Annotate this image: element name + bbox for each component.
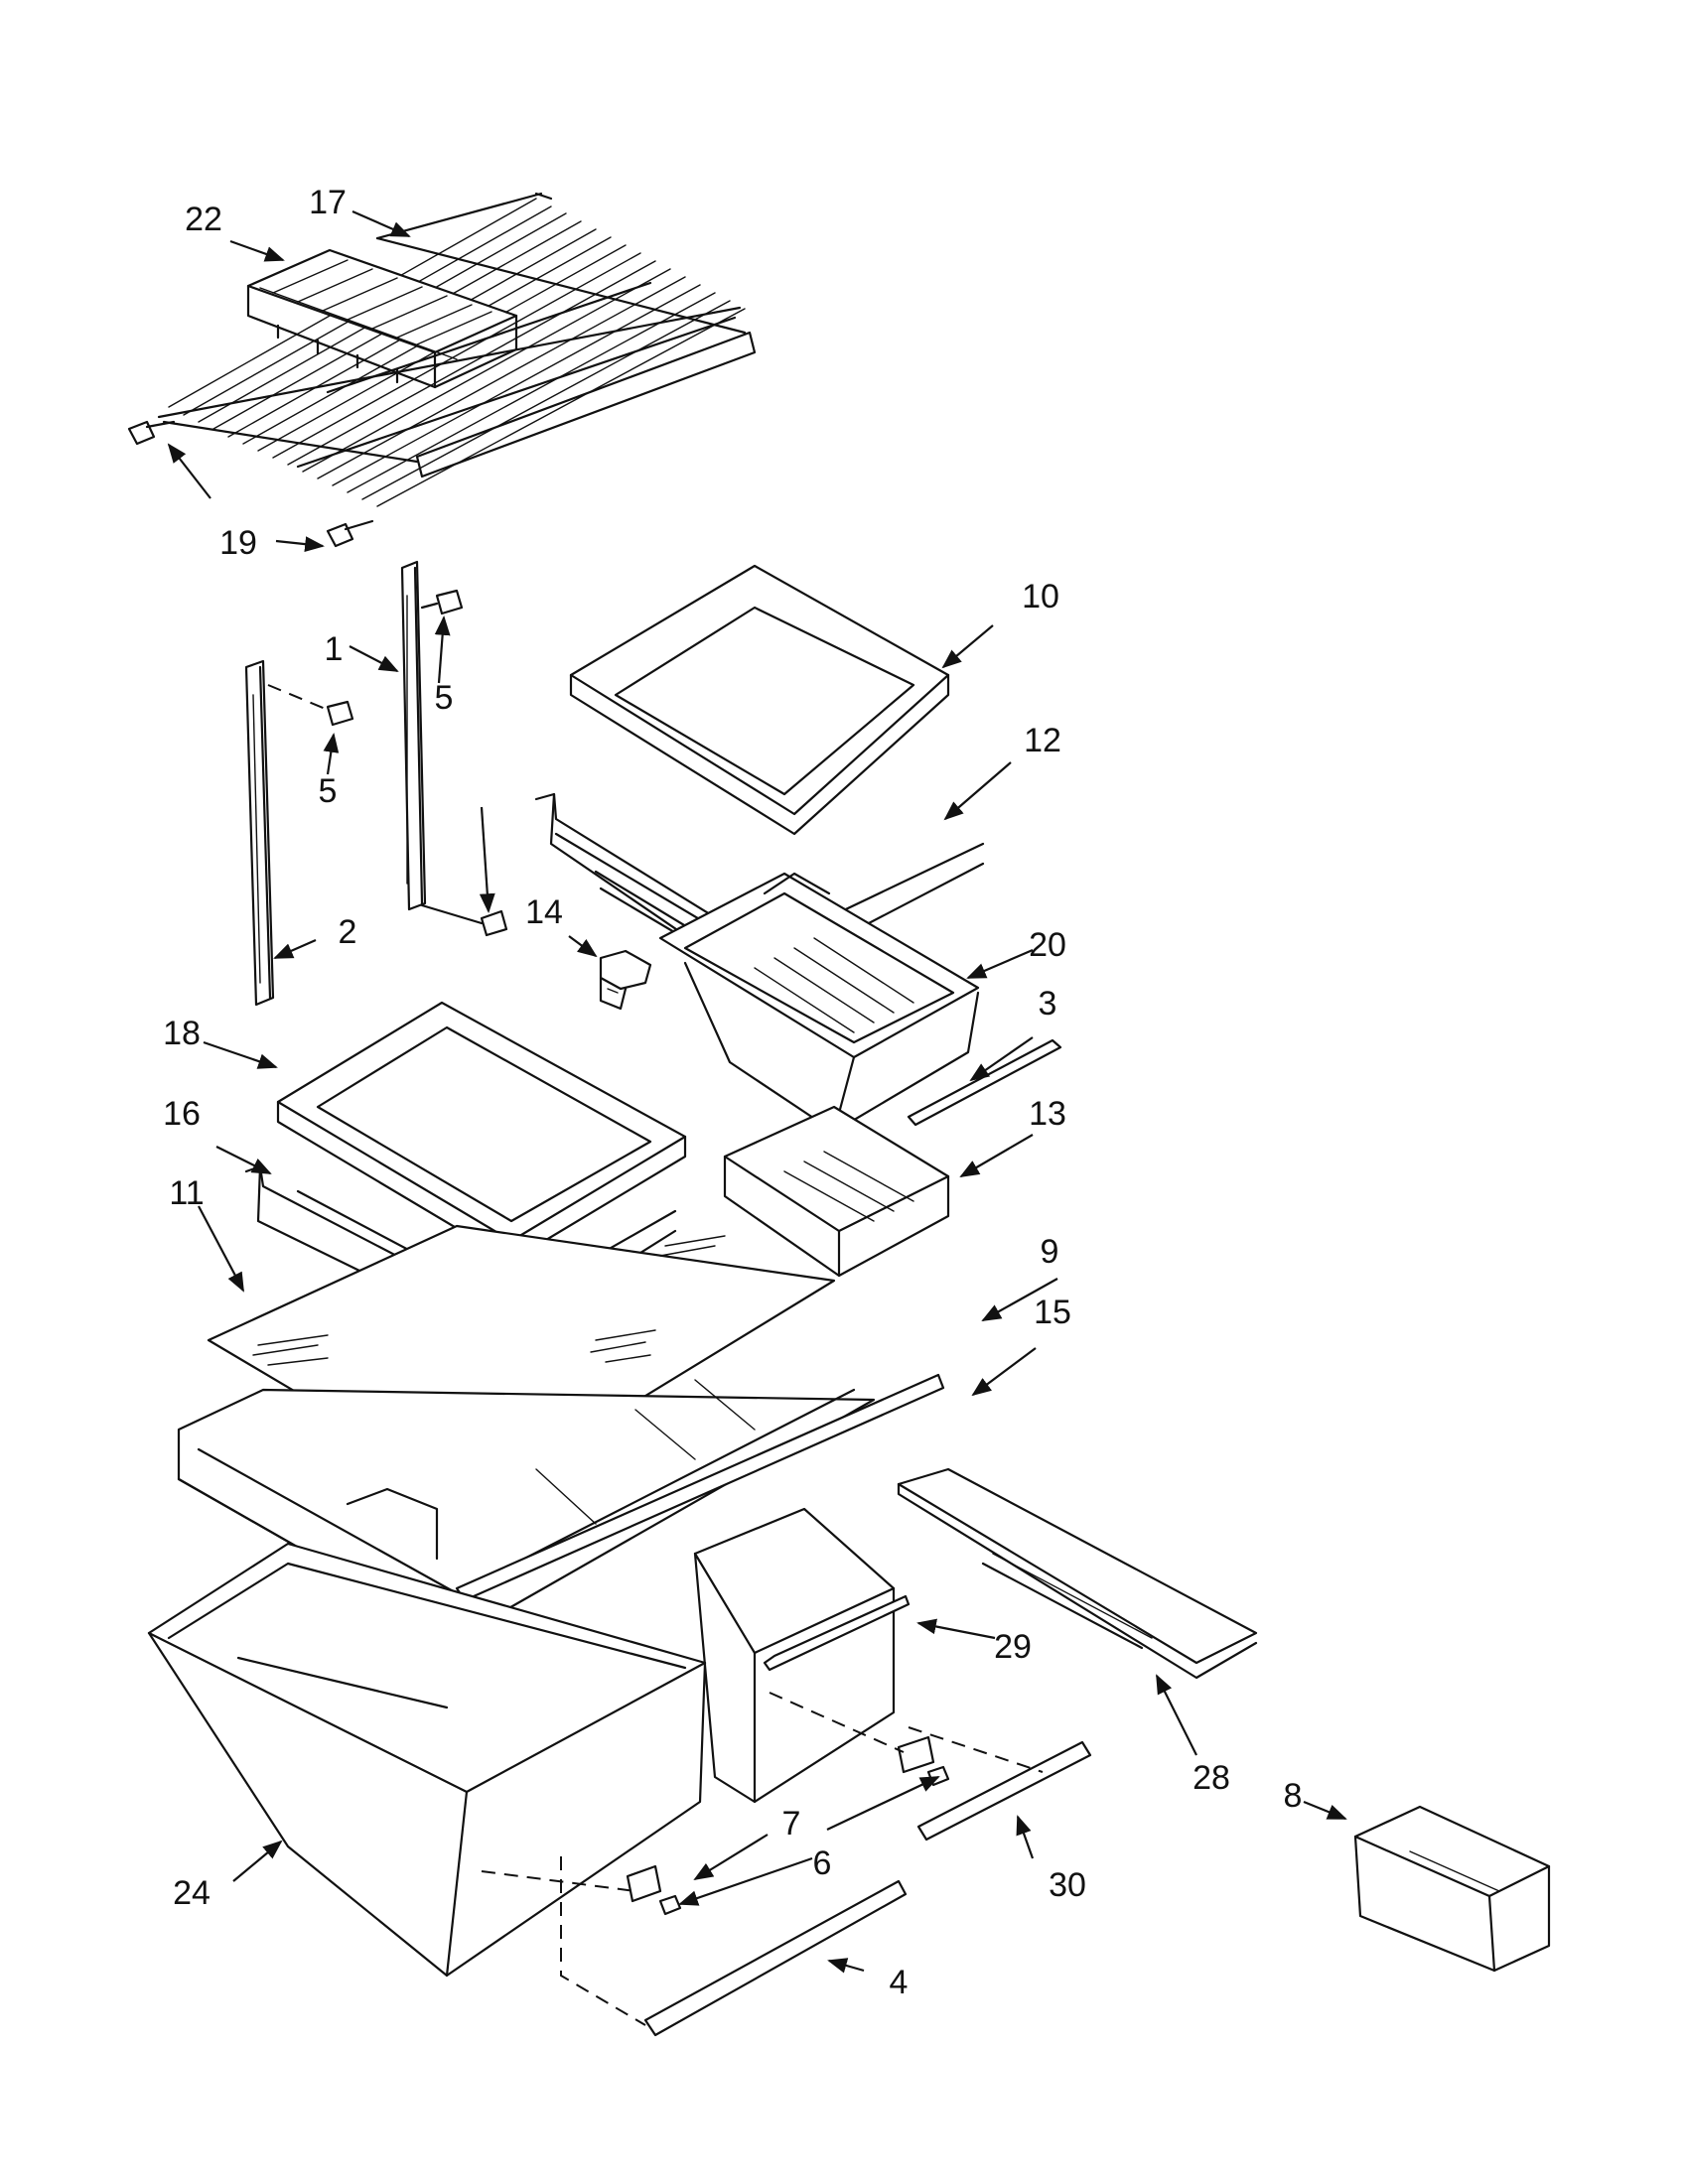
construction-lines — [481, 1692, 1044, 2026]
callout-22: 22 — [185, 201, 222, 238]
callout-8: 8 — [1284, 1777, 1303, 1815]
crisper-drawer-part-24 — [147, 1542, 707, 1978]
callout-15: 15 — [1034, 1294, 1071, 1331]
callout-30: 30 — [1049, 1866, 1086, 1904]
screws-part-5 — [326, 589, 508, 937]
callout-3: 3 — [1039, 985, 1057, 1023]
callout-7: 7 — [782, 1805, 801, 1843]
bin-part-8 — [1353, 1805, 1551, 1973]
callout-18: 18 — [163, 1015, 201, 1052]
leader-arrows — [167, 209, 1347, 1974]
crisper-pan-part-20 — [658, 872, 980, 1134]
callout-5-left: 5 — [319, 772, 338, 810]
shelf-pins-part-19 — [127, 420, 374, 548]
glass-shelf-part-10 — [569, 564, 950, 836]
callout-6: 6 — [813, 1844, 832, 1882]
callout-12: 12 — [1024, 722, 1061, 759]
wire-shelf-part-17 — [157, 192, 757, 507]
bracket-part-13 — [723, 1105, 950, 1278]
crisper-drawer-part-29 — [693, 1507, 911, 1804]
clip-part-14 — [599, 949, 652, 1011]
trim-strip-part-3 — [907, 1038, 1062, 1127]
handles-parts-4-30 — [643, 1740, 1092, 2037]
callout-24: 24 — [173, 1874, 210, 1912]
callout-9: 9 — [1041, 1233, 1059, 1271]
callout-16: 16 — [163, 1095, 201, 1133]
callout-labels: 22 17 19 1 5 5 2 10 12 14 20 3 18 16 13 … — [163, 184, 1302, 2001]
callout-13: 13 — [1029, 1095, 1066, 1133]
glass-shelf-part-18 — [276, 1001, 687, 1263]
rail-part-1 — [400, 560, 427, 911]
callout-29: 29 — [994, 1628, 1032, 1666]
callout-10: 10 — [1022, 578, 1059, 615]
clips-parts-6-7 — [626, 1735, 950, 1916]
callout-19: 19 — [219, 524, 257, 562]
callout-1: 1 — [325, 630, 344, 668]
slide-cover-part-28 — [897, 1467, 1258, 1680]
callout-14: 14 — [525, 893, 563, 931]
callout-28: 28 — [1193, 1759, 1230, 1797]
callout-20: 20 — [1029, 926, 1066, 964]
callout-2: 2 — [339, 913, 357, 951]
callout-11: 11 — [169, 1174, 204, 1212]
ice-tray-part-22 — [246, 248, 518, 389]
callout-17: 17 — [309, 184, 347, 221]
callout-4: 4 — [890, 1964, 909, 2001]
rail-part-2 — [244, 659, 329, 1007]
callout-5-upper: 5 — [435, 679, 454, 717]
